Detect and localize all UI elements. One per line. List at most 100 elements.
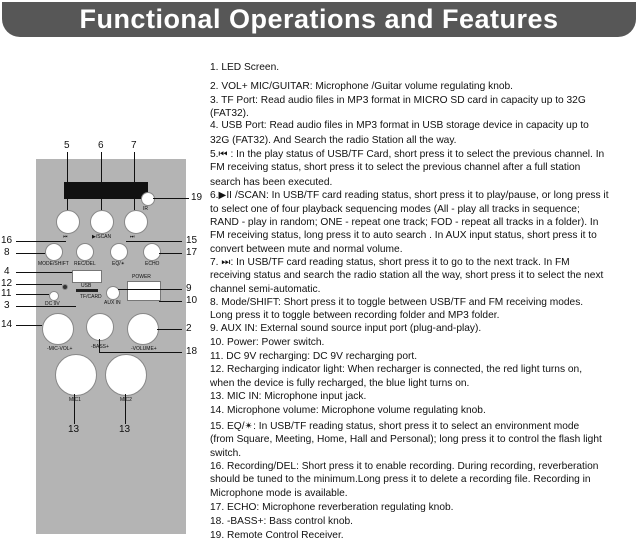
echo-label: ECHO bbox=[145, 261, 160, 267]
play-scan-label: ▶/SCAN bbox=[92, 234, 112, 240]
feature-line: 4. USB Port: Read audio files in MP3 for… bbox=[210, 120, 589, 131]
callout-line bbox=[16, 294, 49, 295]
feature-line: 2. VOL+ MIC/GUITAR: Microphone /Guitar v… bbox=[210, 81, 514, 92]
aux-in-port bbox=[106, 286, 120, 300]
callout-line bbox=[99, 339, 100, 353]
callout-line bbox=[153, 198, 189, 199]
dc-label: DC 9V bbox=[45, 301, 60, 307]
feature-line: RAND - play in random; ONE - repeat one … bbox=[210, 217, 599, 228]
callout-line bbox=[99, 352, 182, 353]
ir-receiver bbox=[141, 192, 155, 206]
feature-line: 9. AUX IN: External sound source input p… bbox=[210, 323, 482, 334]
dc-port bbox=[49, 291, 59, 301]
feature-line: 16. Recording/DEL: Short press it to ena… bbox=[210, 461, 599, 472]
eq-button bbox=[110, 243, 128, 261]
feature-line: 7. ⏭: In USB/TF card reading status, sho… bbox=[210, 257, 570, 268]
tf-port bbox=[76, 289, 98, 292]
mic1-jack bbox=[55, 354, 97, 396]
callout-line bbox=[67, 152, 68, 210]
mode-shift-label: MODE/SHIFT bbox=[38, 261, 69, 267]
tf-label: TF/CARD bbox=[80, 294, 102, 300]
callout-2: 2 bbox=[186, 323, 192, 334]
power-switch bbox=[127, 281, 161, 301]
callout-13-right: 13 bbox=[119, 424, 131, 435]
callout-line bbox=[134, 152, 135, 210]
feature-line: Microphone mode is available. bbox=[210, 488, 348, 499]
power-label: POWER bbox=[132, 274, 151, 280]
callout-line bbox=[157, 329, 182, 330]
feature-line: 5.⏮ : In the play status of USB/TF Card,… bbox=[210, 149, 605, 160]
volume-label: -VOLUME+ bbox=[131, 346, 157, 352]
feature-line: (from Square, Meeting, Home, Hall and Pe… bbox=[210, 434, 602, 445]
usb-label: USB bbox=[81, 283, 92, 289]
feature-line: receiving status and search the radio st… bbox=[210, 270, 604, 281]
callout-19: 19 bbox=[191, 192, 203, 203]
callout-line bbox=[16, 272, 72, 273]
callout-line bbox=[16, 306, 76, 307]
echo-button bbox=[143, 243, 161, 261]
callout-line bbox=[74, 394, 75, 424]
volume-knob bbox=[127, 313, 159, 345]
callout-11: 11 bbox=[1, 288, 12, 299]
callout-10: 10 bbox=[186, 295, 198, 306]
feature-line: 1. LED Screen. bbox=[210, 62, 280, 73]
next-button bbox=[124, 210, 148, 234]
callout-5: 5 bbox=[64, 140, 70, 151]
feature-line: switch. bbox=[210, 448, 242, 459]
callout-line bbox=[159, 301, 182, 302]
feature-line: FM receiving status, long press it to au… bbox=[210, 230, 597, 241]
charge-indicator bbox=[62, 284, 68, 290]
callout-16: 16 bbox=[1, 235, 13, 246]
callout-9: 9 bbox=[186, 283, 192, 294]
feature-line: 19. Remote Control Receiver. bbox=[210, 530, 344, 541]
feature-line: 3. TF Port: Read audio files in MP3 form… bbox=[210, 95, 586, 106]
feature-line: 15. EQ/✴: In USB/TF reading status, shor… bbox=[210, 421, 580, 432]
callout-8: 8 bbox=[4, 247, 10, 258]
callout-line bbox=[16, 284, 62, 285]
feature-line: 17. ECHO: Microphone reverberation regul… bbox=[210, 502, 454, 513]
feature-line: (FAT32). bbox=[210, 108, 249, 119]
mic2-jack bbox=[105, 354, 147, 396]
feature-line: 8. Mode/SHIFT: Short press it to toggle … bbox=[210, 297, 584, 308]
callout-15: 15 bbox=[186, 235, 198, 246]
callout-line bbox=[159, 253, 182, 254]
feature-line: 6.▶II /SCAN: In USB/TF card reading stat… bbox=[210, 190, 609, 201]
callout-line bbox=[126, 241, 182, 242]
callout-3: 3 bbox=[4, 300, 10, 311]
mic-vol-label: -MIC-VOL+ bbox=[47, 346, 73, 352]
callout-4: 4 bbox=[4, 266, 10, 277]
ir-label: IR bbox=[143, 206, 148, 212]
callout-line bbox=[125, 394, 126, 424]
callout-12: 12 bbox=[1, 278, 13, 289]
feature-line: FM receiving status, short press it to s… bbox=[210, 162, 581, 173]
callout-line bbox=[118, 289, 182, 290]
feature-line: 32G (FAT32). And Search the radio Statio… bbox=[210, 135, 457, 146]
callout-line bbox=[16, 325, 42, 326]
next-label: ⏭ bbox=[130, 234, 135, 240]
feature-line: channel semi-automatic. bbox=[210, 284, 321, 295]
callout-7: 7 bbox=[131, 140, 137, 151]
feature-line: to select one of four playback sequencin… bbox=[210, 204, 580, 215]
feature-line: search has been executed. bbox=[210, 177, 333, 188]
feature-line: should be tuned to the minimum.Long pres… bbox=[210, 474, 591, 485]
prev-button bbox=[56, 210, 80, 234]
aux-label: AUX IN bbox=[104, 300, 121, 306]
feature-line: 18. -BASS+: Bass control knob. bbox=[210, 516, 353, 527]
feature-line: convert between mute and normal volume. bbox=[210, 244, 403, 255]
callout-line bbox=[16, 253, 45, 254]
usb-port bbox=[72, 270, 102, 283]
callout-line bbox=[16, 241, 66, 242]
callout-14: 14 bbox=[1, 319, 13, 330]
mic-vol-knob bbox=[42, 313, 74, 345]
callout-13-left: 13 bbox=[68, 424, 80, 435]
feature-line: Long press it to toggle between recordin… bbox=[210, 310, 500, 321]
rec-del-button bbox=[76, 243, 94, 261]
feature-line: 11. DC 9V recharging: DC 9V recharging p… bbox=[210, 351, 418, 362]
feature-line: 13. MIC IN: Microphone input jack. bbox=[210, 391, 367, 402]
callout-18: 18 bbox=[186, 346, 198, 357]
feature-line: 10. Power: Power switch. bbox=[210, 337, 325, 348]
play-scan-button bbox=[90, 210, 114, 234]
prev-label: ⏮ bbox=[63, 234, 68, 240]
feature-line: 12. Recharging indicator light: When rec… bbox=[210, 364, 583, 375]
feature-line: when the device is fully recharged, the … bbox=[210, 378, 470, 389]
